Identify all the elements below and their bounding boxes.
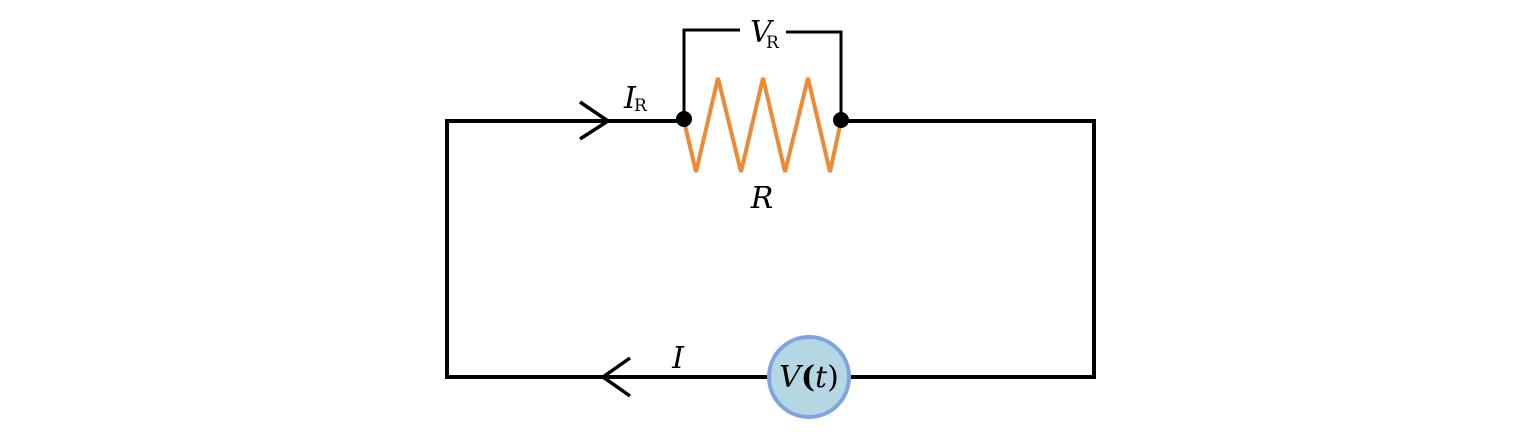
node-right bbox=[833, 112, 849, 128]
current-r-label-sub: R bbox=[634, 96, 648, 116]
voltage-label-sub: R bbox=[766, 33, 780, 53]
wire-left-top bbox=[445, 119, 768, 379]
wire-right bbox=[841, 119, 1096, 379]
current-arrow-right bbox=[579, 100, 612, 141]
source-close-paren: ) bbox=[827, 360, 839, 395]
voltage-source-label: V(t) bbox=[779, 360, 839, 395]
current-label: I bbox=[671, 341, 685, 376]
resistor bbox=[682, 77, 843, 173]
voltage-bracket-right bbox=[786, 30, 843, 119]
node-left bbox=[676, 111, 692, 127]
voltage-source-circle bbox=[767, 335, 851, 419]
source-t-text: t bbox=[815, 360, 828, 395]
voltage-label-main: V bbox=[750, 15, 775, 50]
current-r-label-main: I bbox=[623, 81, 637, 116]
current-arrow-left bbox=[599, 356, 632, 398]
voltage-source: V(t) bbox=[767, 335, 851, 419]
voltage-bracket-left bbox=[682, 28, 740, 119]
source-v-text: V bbox=[779, 360, 804, 395]
source-open-paren: ( bbox=[801, 360, 815, 395]
resistor-label: R bbox=[750, 181, 774, 216]
